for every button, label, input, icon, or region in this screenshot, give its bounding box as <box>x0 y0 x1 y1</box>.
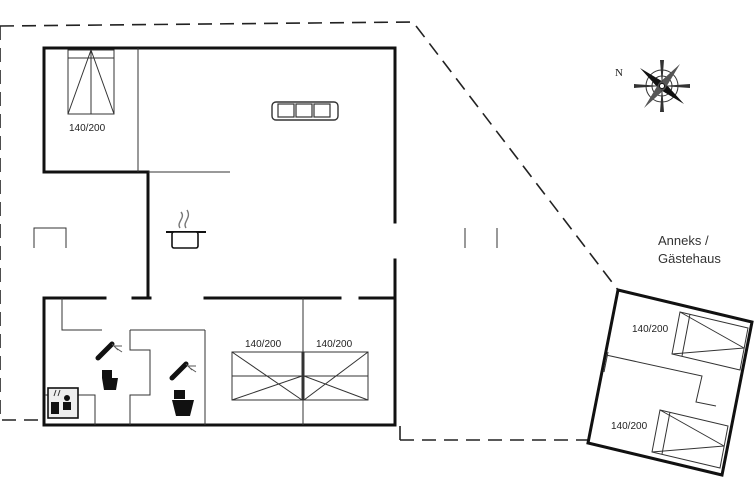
compass-icon <box>634 60 690 112</box>
cooking-pot-icon <box>166 209 206 249</box>
bed-upper-left <box>67 49 115 115</box>
bed-label-lower-left: 140/200 <box>245 339 282 350</box>
bed-label-annex-lower: 140/200 <box>611 421 648 432</box>
shower-icon <box>95 341 123 361</box>
sauna-icon <box>47 387 79 419</box>
sofa-icon <box>271 101 339 121</box>
main-house-walls <box>33 46 498 427</box>
annex-label-line2: Gästehaus <box>658 251 721 266</box>
shower-icon <box>169 361 197 381</box>
bed-label-lower-right: 140/200 <box>316 339 353 350</box>
bed-lower-right <box>303 351 369 401</box>
annex-walls <box>586 288 754 477</box>
compass-north-label: N <box>615 67 623 79</box>
bed-annex-upper <box>671 311 749 371</box>
toilet-icon <box>102 370 118 390</box>
annex-label-line1: Anneks / <box>658 233 709 248</box>
bed-lower-left <box>231 351 303 401</box>
bed-label-annex-upper: 140/200 <box>632 324 669 335</box>
bed-label-upper-left: 140/200 <box>69 123 106 134</box>
bed-annex-lower <box>651 409 729 469</box>
terrace-outline <box>0 21 619 441</box>
toilet-icon <box>172 390 194 416</box>
